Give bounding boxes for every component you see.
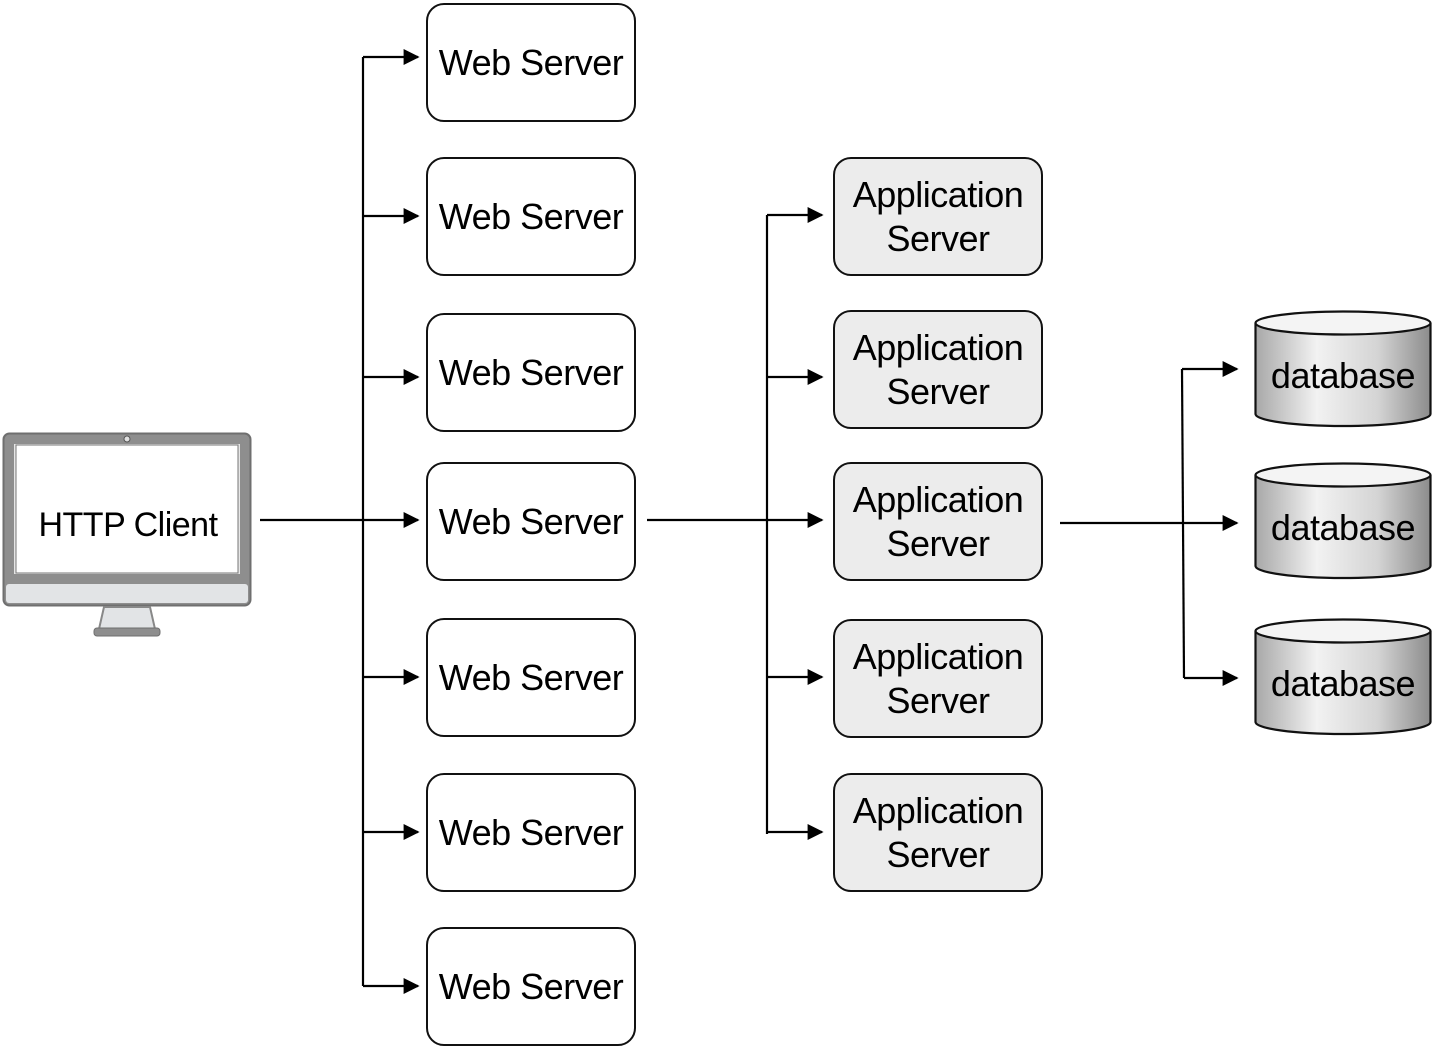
web-server-label: Web Server: [438, 965, 624, 1007]
database-cylinder-icon: [1254, 462, 1432, 580]
web-server-7: Web Server: [426, 927, 636, 1046]
database-label: database: [1270, 663, 1416, 704]
application-server-label: Application Server: [852, 326, 1024, 412]
application-server-3: Application Server: [833, 462, 1043, 581]
database-cylinder-icon: [1254, 310, 1432, 428]
monitor-icon: [2, 432, 252, 637]
web-server-label: Web Server: [438, 500, 624, 542]
application-server-2: Application Server: [833, 310, 1043, 429]
application-server-4: Application Server: [833, 619, 1043, 738]
web-server-label: Web Server: [438, 811, 624, 853]
application-server-label: Application Server: [852, 635, 1024, 721]
web-server-1: Web Server: [426, 3, 636, 122]
web-server-label: Web Server: [438, 41, 624, 83]
web-server-3: Web Server: [426, 313, 636, 432]
application-server-1: Application Server: [833, 157, 1043, 276]
database-label: database: [1270, 507, 1416, 548]
web-server-label: Web Server: [438, 351, 624, 393]
web-server-label: Web Server: [438, 195, 624, 237]
database-label: database: [1270, 355, 1416, 396]
web-server-label: Web Server: [438, 656, 624, 698]
client-label: HTTP Client: [38, 505, 218, 544]
database-2: database: [1254, 462, 1432, 582]
application-server-label: Application Server: [852, 478, 1024, 564]
database-1: database: [1254, 310, 1432, 430]
database-cylinder-icon: [1254, 618, 1432, 736]
http-client-monitor: HTTP Client: [2, 432, 252, 638]
web-server-5: Web Server: [426, 618, 636, 737]
application-server-label: Application Server: [852, 789, 1024, 875]
database-3: database: [1254, 618, 1432, 738]
application-server-label: Application Server: [852, 173, 1024, 259]
web-server-4: Web Server: [426, 462, 636, 581]
web-server-2: Web Server: [426, 157, 636, 276]
db-bus: [1180, 368, 1186, 679]
application-server-5: Application Server: [833, 773, 1043, 892]
web-server-6: Web Server: [426, 773, 636, 892]
